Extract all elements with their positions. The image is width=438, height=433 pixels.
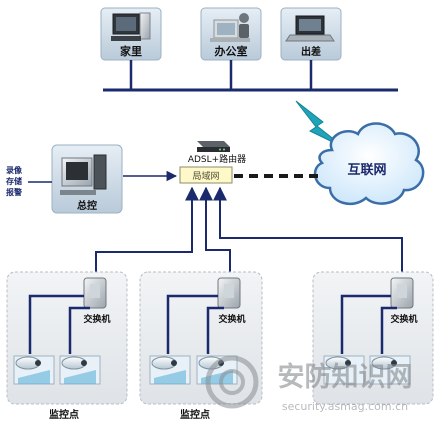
watermark: 安防知识网 security.asmag.com.cn — [205, 355, 413, 413]
control-center: 总控 录像 存储 报警 — [5, 144, 123, 214]
watermark-url: security.asmag.com.cn — [282, 400, 408, 413]
internet-cloud: 互联网 — [313, 122, 425, 206]
home-label: 家里 — [120, 44, 142, 58]
site-label: 监控点 — [49, 408, 79, 421]
switch-label: 交换机 — [83, 313, 110, 325]
switch-label: 交换机 — [218, 313, 245, 325]
lan-box: 局域网 — [179, 166, 233, 184]
location-travel: 出差 — [280, 7, 342, 61]
control-computer-icon — [60, 154, 107, 195]
lan-label: 局域网 — [192, 170, 219, 182]
control-function-storage: 存储 — [5, 176, 22, 186]
monitoring-site-1: 交换机 监控点 — [6, 271, 128, 421]
switch-icon — [217, 277, 241, 309]
camera-icon — [323, 355, 365, 385]
home-computer-icon — [111, 12, 151, 41]
router-icon — [197, 141, 230, 152]
site-label: 监控点 — [180, 408, 210, 421]
switch-icon — [390, 277, 414, 309]
control-label: 总控 — [77, 199, 97, 212]
control-function-record: 录像 — [6, 165, 23, 175]
control-function-alarm: 报警 — [6, 187, 22, 197]
camera-icon — [369, 355, 411, 385]
adsl-router: ADSL+路由器 — [188, 141, 246, 165]
office-label: 办公室 — [215, 44, 248, 58]
camera-icon — [59, 355, 101, 385]
internet-label: 互联网 — [347, 163, 386, 178]
switch-icon — [83, 277, 107, 309]
office-computer-icon — [210, 13, 250, 42]
router-label: ADSL+路由器 — [188, 153, 246, 165]
camera-icon — [13, 355, 55, 385]
location-home: 家里 — [100, 7, 162, 61]
site-uplinks — [95, 186, 403, 272]
top-bus — [103, 60, 398, 92]
travel-label: 出差 — [301, 45, 321, 58]
location-office: 办公室 — [200, 7, 262, 61]
camera-icon — [149, 355, 191, 385]
watermark-brand: 安防知识网 — [278, 362, 413, 393]
laptop-icon — [285, 15, 335, 42]
monitoring-site-2: 交换机 监控点 — [139, 271, 263, 421]
switch-label: 交换机 — [390, 313, 417, 325]
monitoring-site-3: 交换机 — [312, 271, 434, 405]
